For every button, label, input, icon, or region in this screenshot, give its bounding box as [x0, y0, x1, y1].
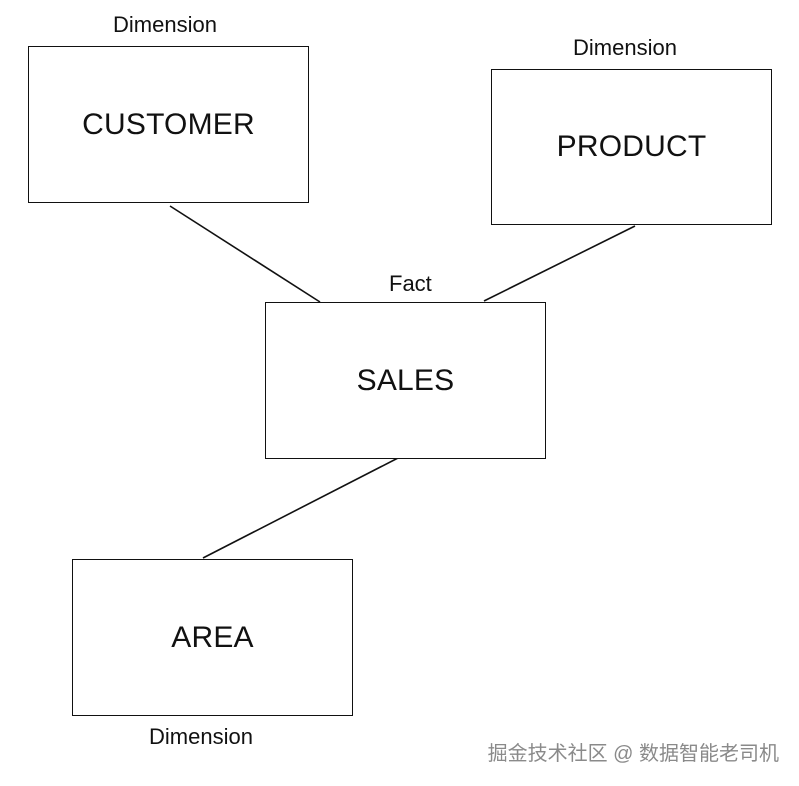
- customer-entity-label: CUSTOMER: [82, 107, 255, 141]
- connector-sales-area: [202, 457, 399, 559]
- watermark-text: 掘金技术社区 @ 数据智能老司机: [487, 743, 779, 765]
- area-role-label: Dimension: [149, 724, 253, 749]
- product-entity-label: PRODUCT: [556, 130, 707, 163]
- sales-entity-label: SALES: [356, 363, 455, 397]
- customer-entity-box: CUSTOMER: [28, 46, 309, 203]
- sales-role-label: Fact: [389, 271, 432, 296]
- connector-product-sales: [483, 225, 636, 302]
- sales-entity-box: SALES: [265, 302, 546, 459]
- area-entity-box: AREA: [72, 559, 353, 716]
- customer-role-label: Dimension: [113, 12, 217, 37]
- product-role-label: Dimension: [573, 35, 677, 60]
- area-entity-label: AREA: [171, 620, 254, 654]
- product-entity-box: PRODUCT: [491, 69, 772, 225]
- connector-customer-sales: [169, 205, 321, 303]
